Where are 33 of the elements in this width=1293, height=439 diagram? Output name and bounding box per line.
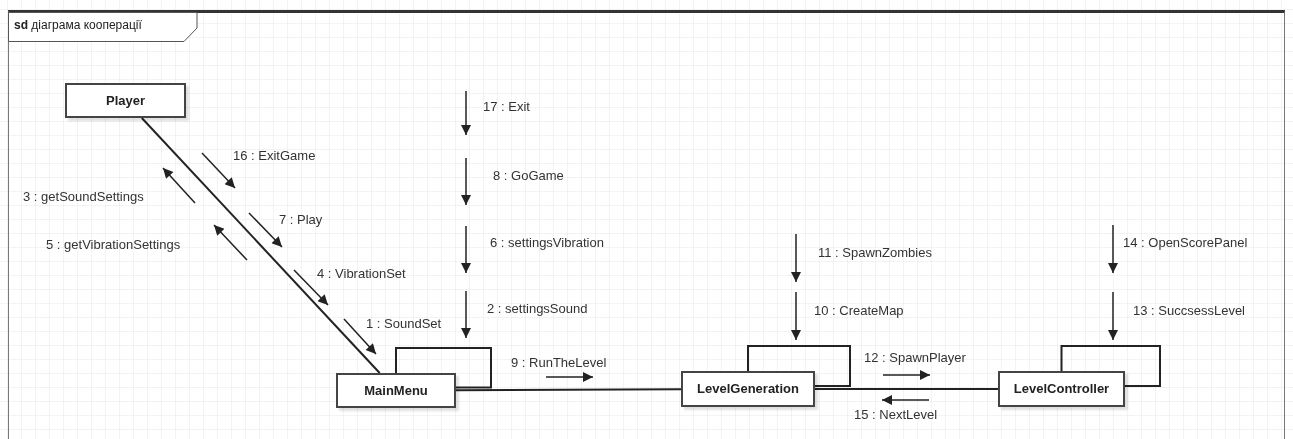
- object-box: [336, 373, 456, 408]
- message-label: 1 : SoundSet: [366, 316, 442, 332]
- message-label: 13 : SuccsessLevel: [1133, 303, 1245, 319]
- message-label: 15 : NextLevel: [854, 407, 938, 423]
- diagram-frame: [8, 10, 1285, 439]
- message-label: 9 : RunTheLevel: [511, 355, 607, 371]
- message-label: 12 : SpawnPlayer: [864, 350, 966, 366]
- object-name: LevelGeneration: [697, 380, 799, 399]
- message-label: 4 : VibrationSet: [317, 266, 406, 282]
- object-name: Player: [105, 91, 145, 110]
- link-line: [814, 388, 999, 390]
- message-label: 2 : settingsSound: [487, 301, 588, 317]
- message-label: 7 : Play: [279, 212, 323, 228]
- self-link: [747, 345, 851, 387]
- frame-title: sd діаграма кооперації: [14, 17, 142, 34]
- self-link: [395, 347, 492, 389]
- message-label: 10 : CreateMap: [814, 303, 904, 319]
- object-name: MainMenu: [364, 381, 428, 400]
- message-label: 8 : GoGame: [493, 168, 564, 184]
- object-box: [998, 371, 1125, 407]
- object-box: [681, 371, 815, 407]
- message-label: 6 : settingsVibration: [490, 235, 604, 251]
- message-label: 11 : SpawnZombies: [818, 245, 932, 261]
- self-link: [1060, 345, 1161, 387]
- link-line: [140, 117, 381, 374]
- object-box: [65, 83, 186, 118]
- object-name: LevelController: [1013, 380, 1110, 399]
- message-label: 5 : getVibrationSettings: [46, 237, 181, 253]
- message-label: 16 : ExitGame: [233, 148, 316, 164]
- message-label: 14 : OpenScorePanel: [1123, 235, 1248, 251]
- link-line: [455, 388, 682, 392]
- message-label: 3 : getSoundSettings: [23, 189, 144, 205]
- message-label: 17 : Exit: [483, 99, 530, 115]
